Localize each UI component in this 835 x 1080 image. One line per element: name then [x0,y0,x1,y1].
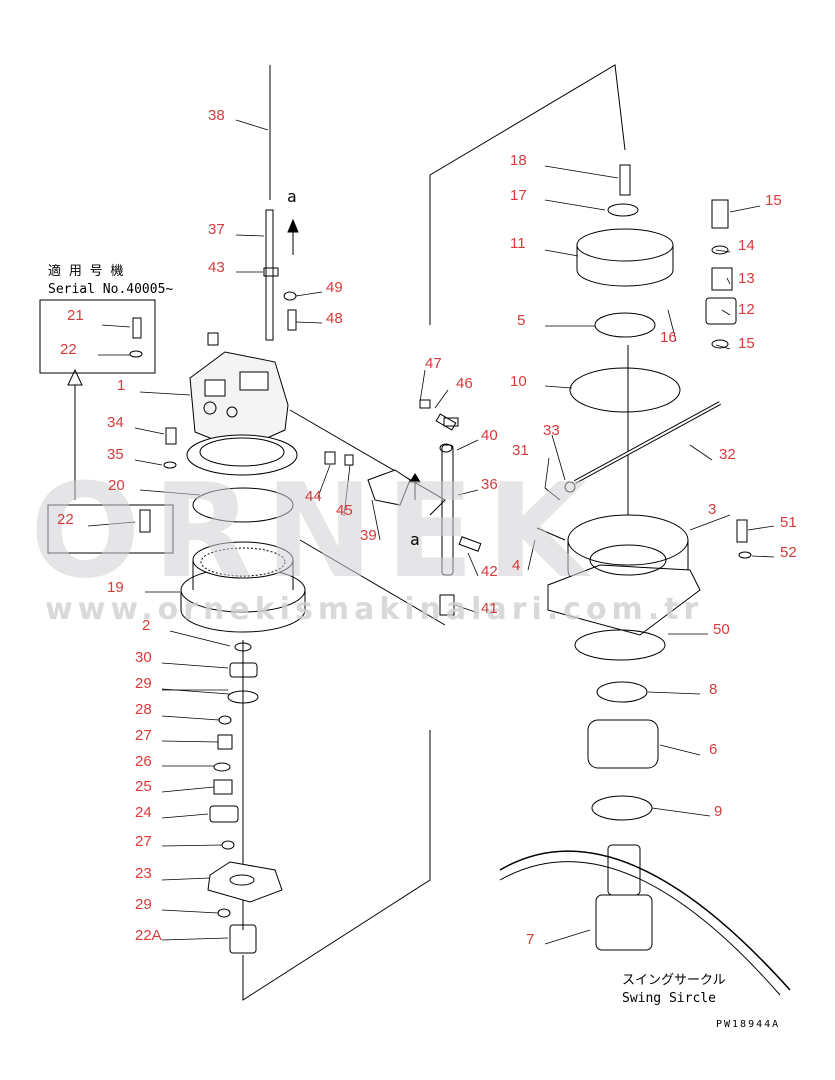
part-label: 13 [738,270,755,287]
part-label: 47 [425,355,442,372]
part-label: 11 [510,235,526,252]
part-label: 30 [135,649,152,666]
part-label: 1 [117,377,126,394]
ref-letter-a-mid: a [410,530,420,549]
part-label: 9 [714,803,723,820]
part-label: 27 [135,833,152,850]
part-label: 12 [738,301,755,318]
part-label: 17 [510,187,527,204]
swing-circle-en: Swing Sircle [622,991,716,1006]
part-label: 44 [305,488,322,505]
watermark-url: www.ornekismakinalari.com.tr [45,592,704,627]
swing-circle-jp: スイングサークル [622,973,726,988]
part-label: 4 [512,557,521,574]
applicable-note-title: 適 用 号 機 [48,264,124,279]
part-label: 29 [135,896,152,913]
part-label: 39 [360,527,377,544]
part-label: 22A [135,927,162,944]
part-label: 14 [738,237,755,254]
part-label: 15 [738,335,755,352]
part-label: 35 [107,446,124,463]
part-label: 46 [456,375,473,392]
part-label: 6 [709,741,718,758]
applicable-note-serial: Serial No.40005~ [48,282,174,297]
part-label: 16 [660,329,677,346]
part-label: 20 [108,477,125,494]
part-label: 51 [780,514,797,531]
part-label: 8 [709,681,718,698]
part-label: 37 [208,221,225,238]
part-label: 50 [713,621,730,638]
watermark-brand: ORNEK [30,455,599,607]
part-label: 45 [336,502,353,519]
part-label: 25 [135,778,152,795]
part-label: 18 [510,152,527,169]
part-label: 24 [135,804,152,821]
part-label: 21 [67,307,84,324]
part-label: 22 [57,511,74,528]
part-label: 43 [208,259,225,276]
part-label: 7 [526,931,535,948]
part-label: 32 [719,446,736,463]
part-label: 27 [135,727,152,744]
part-label: 29 [135,675,152,692]
part-label: 48 [326,310,343,327]
part-label: 49 [326,279,343,296]
part-label: 2 [142,617,151,634]
part-label: 15 [765,192,782,209]
part-label: 23 [135,865,152,882]
part-label: 5 [517,312,526,329]
part-label: 34 [107,414,124,431]
part-label: 36 [481,476,498,493]
ref-letter-a-top: a [287,187,297,206]
part-label: 22 [60,341,77,358]
part-label: 42 [481,563,498,580]
part-label: 31 [512,442,529,459]
part-label: 10 [510,373,527,390]
part-label: 28 [135,701,152,718]
part-label: 40 [481,427,498,444]
part-label: 38 [208,107,225,124]
part-label: 3 [708,501,717,518]
part-label: 19 [107,579,124,596]
part-label: 52 [780,544,797,561]
drawing-code: PW18944A [716,1019,781,1030]
part-label: 26 [135,753,152,770]
part-label: 33 [543,422,560,439]
part-label: 41 [481,600,498,617]
